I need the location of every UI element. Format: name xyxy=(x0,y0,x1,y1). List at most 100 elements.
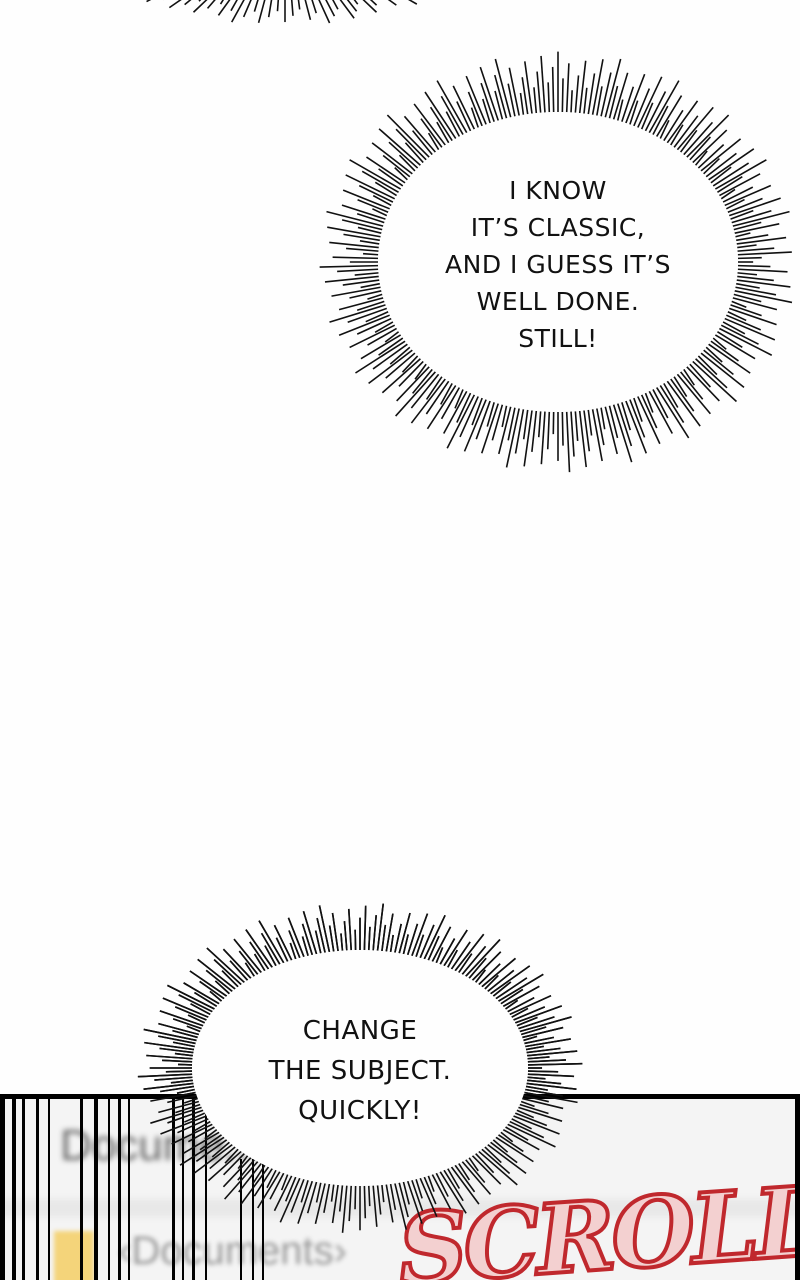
speed-line xyxy=(737,268,788,273)
speed-line xyxy=(565,63,570,113)
speed-line xyxy=(697,144,725,169)
speed-line xyxy=(356,212,385,224)
speed-line xyxy=(735,232,751,238)
speed-line xyxy=(368,349,413,385)
speed-line xyxy=(443,390,468,434)
bubble-1-line: I KNOW xyxy=(509,176,607,205)
speed-line xyxy=(724,184,772,207)
speed-line xyxy=(332,0,339,10)
speed-line xyxy=(331,286,381,297)
speed-line xyxy=(374,181,398,197)
speed-line xyxy=(683,121,714,156)
speed-line xyxy=(663,109,684,142)
speed-line xyxy=(533,87,538,114)
speed-line xyxy=(168,0,182,9)
speed-line xyxy=(714,159,767,190)
speed-line xyxy=(735,234,769,242)
speed-line xyxy=(737,244,757,249)
speed-line xyxy=(637,76,663,128)
speed-line xyxy=(666,380,701,427)
speed-line xyxy=(304,0,312,20)
speed-line xyxy=(154,1076,193,1081)
speed-line xyxy=(689,136,712,161)
speed-line xyxy=(388,141,419,169)
speed-line xyxy=(367,293,383,300)
speed-line xyxy=(445,111,461,137)
speed-line xyxy=(700,138,742,172)
speed-line xyxy=(686,114,730,158)
speed-line xyxy=(540,411,546,465)
speed-line xyxy=(311,0,317,14)
speed-line xyxy=(722,186,754,203)
speed-line xyxy=(673,115,699,148)
speed-line xyxy=(374,321,394,333)
speed-line xyxy=(612,72,629,120)
speed-line xyxy=(425,380,450,415)
speed-line xyxy=(170,1079,194,1084)
speed-line xyxy=(360,282,381,289)
speed-line xyxy=(644,91,667,132)
speed-line xyxy=(732,297,778,311)
speed-line xyxy=(471,397,483,426)
speed-line xyxy=(367,327,398,346)
speed-line xyxy=(386,114,430,158)
speed-line xyxy=(347,307,388,324)
speed-line xyxy=(679,371,704,400)
speed-line xyxy=(340,933,344,951)
speed-line xyxy=(436,80,468,134)
speed-line xyxy=(737,275,774,282)
speed-line xyxy=(337,268,379,273)
speed-line xyxy=(521,77,529,115)
speed-line xyxy=(491,404,504,441)
speed-line xyxy=(356,300,385,312)
speed-line xyxy=(629,399,646,438)
speed-line xyxy=(497,406,512,455)
speed-line xyxy=(679,129,698,153)
speed-line xyxy=(395,128,427,161)
speed-line xyxy=(722,321,746,335)
speed-line xyxy=(734,290,793,304)
speed-line xyxy=(327,226,381,238)
speed-line xyxy=(561,78,564,113)
speed-line xyxy=(565,411,571,473)
speed-line xyxy=(527,1056,550,1060)
speed-line xyxy=(371,142,413,175)
speed-line xyxy=(600,72,612,117)
speed-line xyxy=(324,275,379,283)
speed-line xyxy=(401,355,419,373)
speed-line xyxy=(640,394,658,429)
speed-line xyxy=(737,256,762,260)
speed-line xyxy=(692,129,728,164)
speed-line xyxy=(395,371,437,417)
speed-line xyxy=(463,399,487,452)
speed-line xyxy=(655,387,690,439)
speed-line xyxy=(700,352,745,389)
speed-line xyxy=(287,917,305,958)
speed-line xyxy=(362,0,378,13)
speed-line xyxy=(253,0,259,12)
speed-line xyxy=(725,314,762,331)
speed-line xyxy=(219,0,225,5)
speed-line xyxy=(341,204,386,220)
speed-line xyxy=(479,66,500,121)
speed-line xyxy=(358,184,394,203)
speed-line xyxy=(410,373,440,409)
speed-line xyxy=(319,264,379,268)
speed-line xyxy=(144,1041,195,1051)
speed-line xyxy=(482,98,491,124)
speed-line xyxy=(411,130,433,156)
speed-line xyxy=(608,85,619,119)
speed-line xyxy=(297,0,301,10)
speed-line xyxy=(652,389,669,419)
speed-line xyxy=(342,279,380,286)
speed-line xyxy=(522,409,529,440)
speed-line xyxy=(429,106,453,142)
speed-line xyxy=(404,142,424,164)
speed-line xyxy=(727,197,763,213)
speed-line xyxy=(720,188,736,200)
speed-line xyxy=(378,128,421,166)
speed-line xyxy=(666,100,699,144)
speed-line xyxy=(583,87,588,114)
speed-line xyxy=(714,334,756,360)
speed-line xyxy=(612,404,633,463)
